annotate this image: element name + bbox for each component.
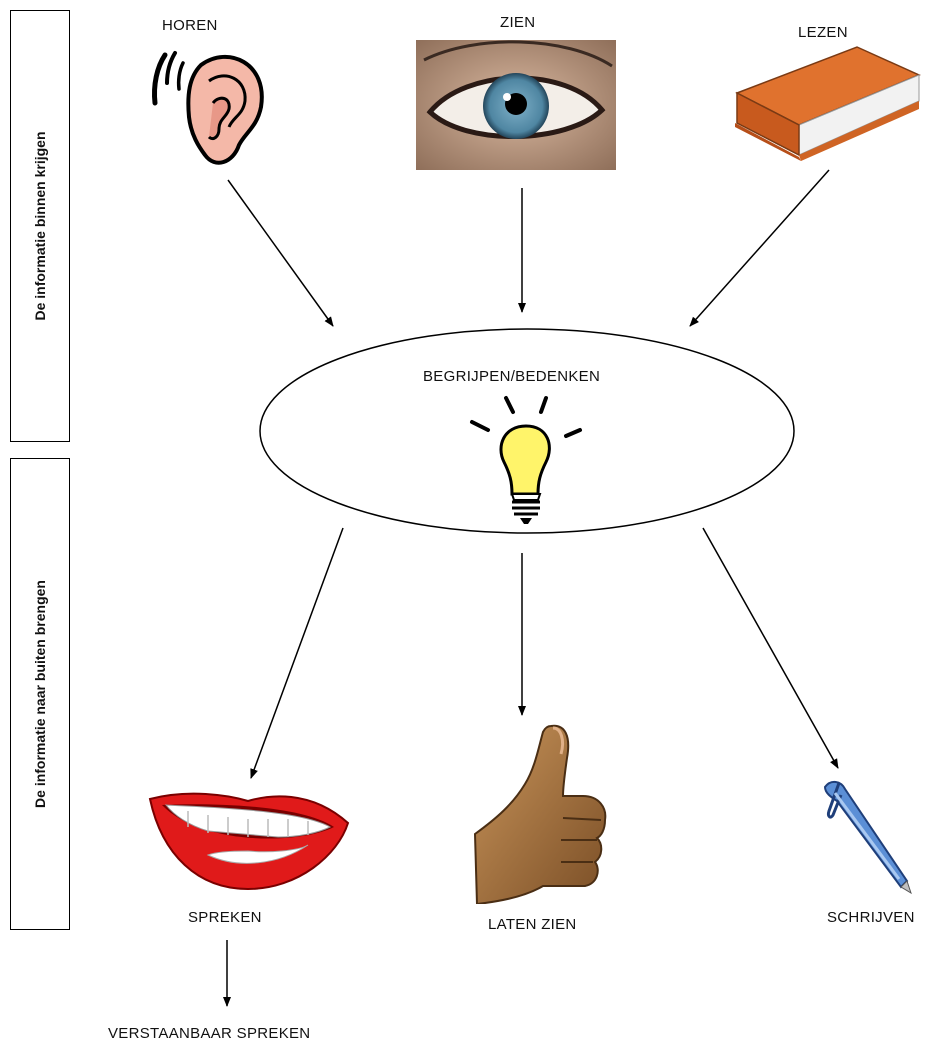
book-icon xyxy=(735,46,921,161)
label-lezen: LEZEN xyxy=(798,24,848,41)
arrow-lezen-to-center xyxy=(689,169,830,327)
label-horen: HOREN xyxy=(162,17,218,34)
mouth-icon xyxy=(148,792,350,891)
label-verstaanbaar-spreken: VERSTAANBAAR SPREKEN xyxy=(108,1025,311,1042)
eye-icon xyxy=(416,40,616,170)
arrow-center-to-spreken xyxy=(250,527,344,779)
label-laten-zien: LATEN ZIEN xyxy=(488,916,577,933)
thumbs-up-icon xyxy=(473,724,607,904)
arrow-center-to-schrijven xyxy=(702,527,839,769)
ear-icon xyxy=(152,51,264,165)
side-box-input: De informatie binnen krijgen xyxy=(10,10,70,442)
lightbulb-icon xyxy=(470,396,582,524)
label-schrijven: SCHRIJVEN xyxy=(827,909,915,926)
label-begrijpen-bedenken: BEGRIJPEN/BEDENKEN xyxy=(423,368,601,385)
arrow-horen-to-center xyxy=(227,179,334,327)
pen-icon xyxy=(823,781,912,895)
label-spreken: SPREKEN xyxy=(188,909,262,926)
side-box-output: De informatie naar buiten brengen xyxy=(10,458,70,930)
label-zien: ZIEN xyxy=(500,14,536,31)
